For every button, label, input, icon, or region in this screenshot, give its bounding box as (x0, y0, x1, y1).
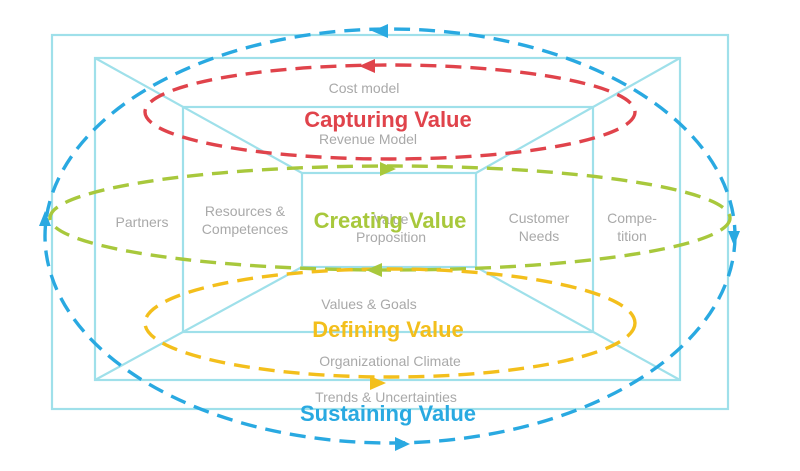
partners-label: Partners (115, 214, 169, 230)
sustaining-arrow-top-icon (372, 24, 388, 38)
revenue-model-label: Revenue Model (318, 131, 418, 147)
values-goals-label: Values & Goals (321, 296, 417, 312)
capturing-value-title: Capturing Value (304, 107, 472, 132)
diagonal-top-right (475, 57, 681, 174)
resources-competences-label: Resources & Competences (201, 203, 289, 237)
diagonal-top-left (94, 57, 303, 174)
inner-frame (181, 105, 595, 334)
defining-value-title: Defining Value (312, 317, 464, 342)
diagonal-bottom-left (94, 266, 303, 381)
defining-value-loop (143, 267, 637, 379)
sustaining-arrow-left-icon (39, 211, 51, 226)
capturing-arrow-icon (359, 59, 375, 73)
diagonal-bottom-right (475, 266, 681, 381)
capturing-value-loop (143, 63, 637, 161)
defining-arrow-icon (370, 376, 386, 390)
sustaining-arrow-bottom-icon (395, 437, 410, 451)
creating-arrow-top-icon (380, 162, 396, 176)
nested-frames (50, 33, 730, 411)
cost-model-label: Cost model (328, 80, 400, 96)
center-box (300, 171, 478, 269)
sustaining-value-title: Sustaining Value (299, 401, 477, 426)
organizational-climate-label: Organizational Climate (319, 353, 461, 369)
competition-label: Compe- tition (607, 210, 657, 244)
creating-value-title: Creating Value (313, 208, 467, 233)
value-proposition-label: Value Proposition (355, 211, 427, 245)
second-frame (93, 56, 682, 382)
trends-uncertainties-label: Trends & Uncertainties (315, 389, 457, 405)
sustaining-arrow-right-icon (728, 231, 740, 246)
customer-needs-label: Customer Needs (508, 210, 570, 244)
creating-arrow-bottom-icon (366, 263, 382, 277)
